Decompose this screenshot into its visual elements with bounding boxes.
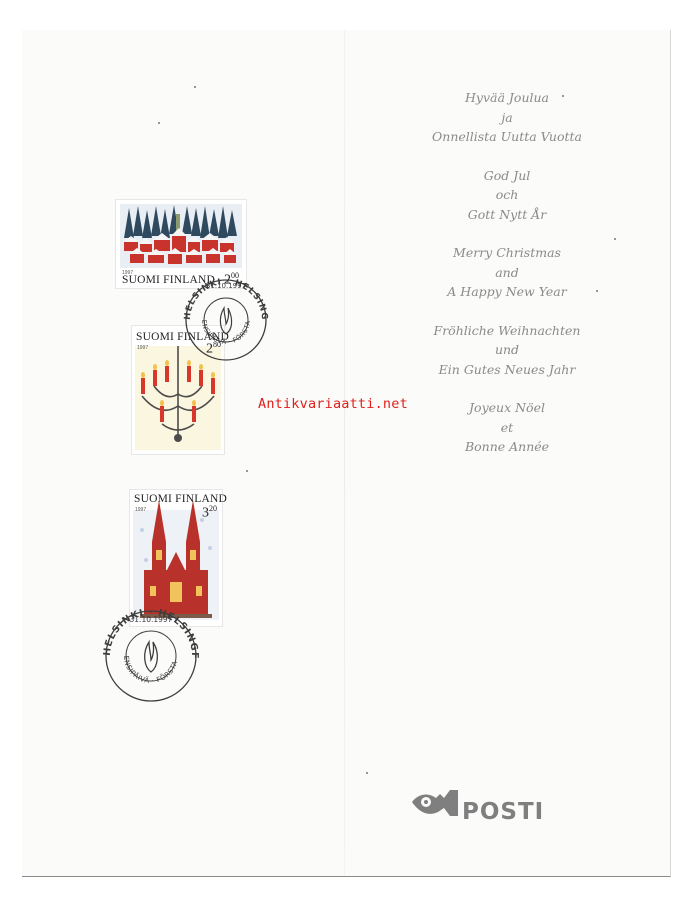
greeting-line: Gott Nytt År bbox=[467, 206, 547, 222]
greeting-line: Fröhliche Weihnachten bbox=[433, 322, 581, 338]
greeting-line: Hyvää Joulua bbox=[465, 90, 549, 105]
stamp-country: SUOMI FINLAND bbox=[136, 331, 230, 343]
posti-horn-icon bbox=[412, 790, 458, 816]
paper-speck bbox=[158, 122, 160, 124]
cathedral-illustration bbox=[133, 500, 219, 620]
stamp-country: SUOMI FINLAND bbox=[122, 274, 216, 286]
paper-speck bbox=[596, 290, 598, 292]
paper-speck bbox=[614, 238, 616, 240]
stamp-chandelier: SUOMI FINLAND 1997 280 bbox=[132, 326, 229, 454]
paper-speck bbox=[246, 470, 248, 472]
flame-icon bbox=[144, 639, 158, 673]
paper-speck bbox=[194, 86, 196, 88]
stamp-value: 280 bbox=[206, 340, 221, 357]
stamp-village: 1997 SUOMI FINLAND 200 bbox=[116, 200, 246, 288]
posti-brand-name: POSTI bbox=[462, 799, 545, 825]
watermark-text: Antikvariaatti.net bbox=[258, 396, 408, 412]
stamp-value: 320 bbox=[202, 504, 217, 521]
chandelier-illustration bbox=[135, 346, 221, 450]
greeting-line: Ein Gutes Neues Jahr bbox=[438, 361, 576, 377]
postmark-top: HELSINKI · HELSINGFORS ENSIPÄIVÄ · FÖRST… bbox=[180, 268, 268, 361]
paper-speck bbox=[366, 772, 368, 774]
stamp-country: SUOMI FINLAND bbox=[134, 493, 228, 505]
greeting-line: et bbox=[500, 419, 514, 435]
card-fold-line bbox=[344, 30, 345, 876]
greeting-finnish: Hyvää Joulua ja Onnellista Uutta Vuotta bbox=[400, 88, 614, 147]
greetings-text: Hyvää Joulua ja Onnellista Uutta Vuotta … bbox=[400, 88, 614, 476]
greeting-line: ja bbox=[501, 109, 513, 125]
stamp-year: 1997 bbox=[135, 507, 147, 513]
greeting-line: Onnellista Uutta Vuotta bbox=[432, 129, 582, 144]
greeting-card bbox=[22, 30, 671, 877]
greeting-line: God Jul bbox=[483, 167, 531, 183]
stamp-year: 1997 bbox=[137, 345, 149, 351]
flame-icon bbox=[219, 305, 233, 335]
greeting-line: and bbox=[495, 264, 519, 280]
postmark-date: 31.10.1997 bbox=[206, 282, 246, 290]
greeting-line: och bbox=[495, 187, 519, 202]
stamp-year: 1997 bbox=[122, 270, 134, 276]
greeting-english: Merry Christmas and A Happy New Year bbox=[400, 243, 614, 302]
greeting-line: und bbox=[494, 342, 520, 357]
village-illustration bbox=[120, 204, 242, 268]
greeting-german: Fröhliche Weihnachten und Ein Gutes Neue… bbox=[400, 321, 614, 380]
postmark-bottom: HELSINKI · HELSINGFORS ENSIPÄIVÄ · FÖRST… bbox=[100, 600, 199, 702]
greeting-swedish: God Jul och Gott Nytt År bbox=[400, 166, 614, 225]
postmark-date: 31.10.1997 bbox=[130, 615, 173, 624]
greeting-line: Merry Christmas bbox=[453, 245, 561, 260]
greeting-line: Joyeux Nöel bbox=[469, 400, 545, 415]
greeting-line: A Happy New Year bbox=[447, 284, 567, 299]
paper-speck bbox=[562, 95, 564, 97]
stamp-cathedral: SUOMI FINLAND 1997 320 bbox=[130, 490, 227, 626]
greeting-line: Bonne Année bbox=[464, 439, 550, 454]
greeting-french: Joyeux Nöel et Bonne Année bbox=[400, 398, 614, 457]
